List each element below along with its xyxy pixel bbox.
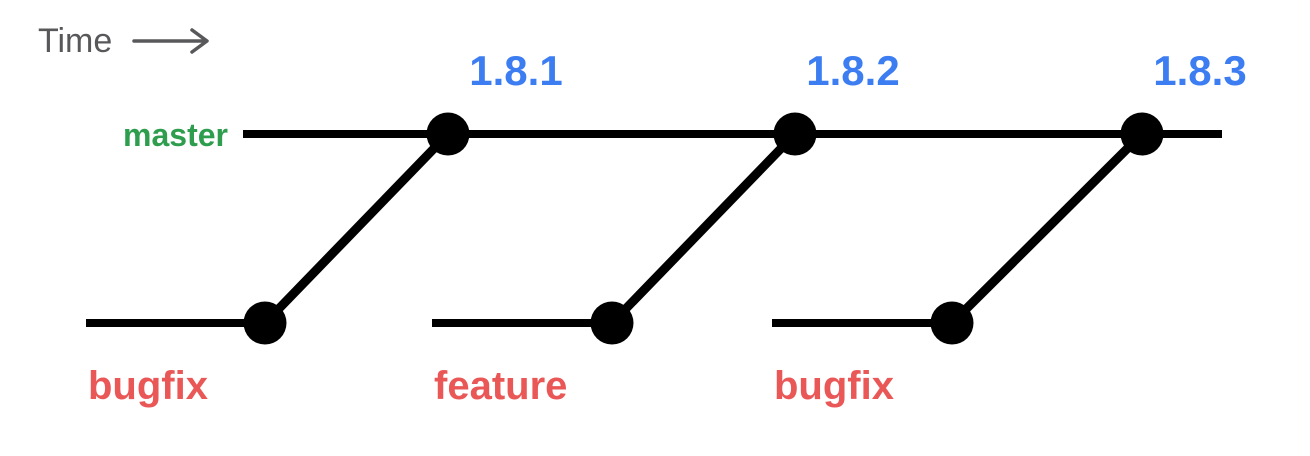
branch-feature: feature (432, 301, 634, 408)
release-1-8-2: 1.8.2 (773, 47, 900, 156)
release-1-8-2-label: 1.8.2 (806, 47, 899, 94)
release-1-8-3: 1.8.3 (1120, 47, 1247, 156)
release-1-8-1: 1.8.1 (426, 47, 563, 156)
release-1-8-3-label: 1.8.3 (1153, 47, 1246, 94)
branch-bugfix-1-label: bugfix (88, 364, 208, 408)
release-1-8-3-commit-dot (1120, 112, 1164, 156)
branch-feature-commit-dot (590, 301, 634, 345)
time-axis: Time (38, 22, 209, 60)
branch-bugfix-2-commit-dot (930, 301, 974, 345)
release-1-8-1-label: 1.8.1 (469, 47, 562, 94)
merge-line-feature (607, 129, 800, 328)
branch-bugfix-1-commit-dot (243, 301, 287, 345)
time-axis-label: Time (38, 22, 112, 60)
merge-line-bugfix-2 (947, 129, 1147, 328)
merge-line-bugfix-1 (260, 129, 453, 328)
release-1-8-2-commit-dot (773, 112, 817, 156)
branch-feature-label: feature (434, 364, 567, 408)
branch-bugfix-2: bugfix (772, 301, 974, 408)
release-1-8-1-commit-dot (426, 112, 470, 156)
time-arrow-icon (132, 28, 209, 54)
branch-bugfix-2-label: bugfix (774, 364, 894, 408)
master-branch-label: master (123, 117, 228, 153)
branch-bugfix-1: bugfix (86, 301, 287, 408)
